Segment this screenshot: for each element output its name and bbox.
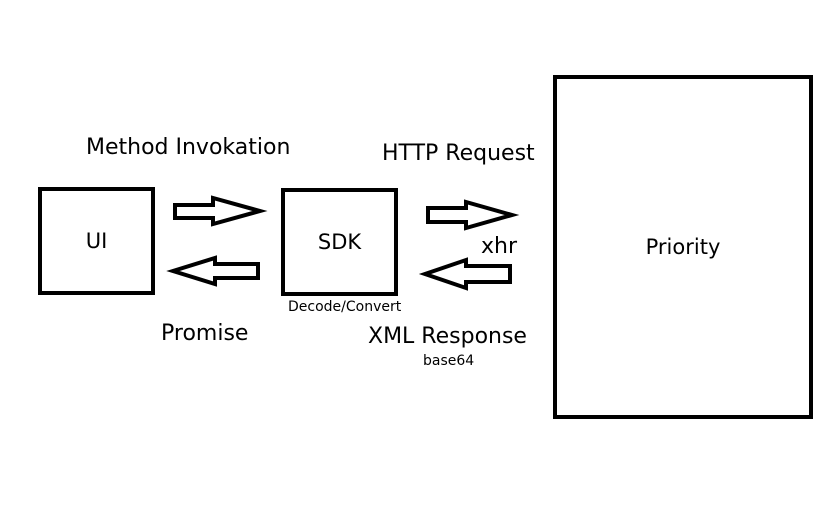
xhr-label: xhr	[481, 234, 518, 259]
arrow-left-sdk-to-ui	[166, 255, 260, 287]
base64-label: base64	[423, 353, 475, 369]
method-invokation-label: Method Invokation	[86, 135, 291, 160]
ui-node-label: UI	[85, 228, 108, 253]
decode-convert-label: Decode/Convert	[288, 299, 402, 315]
priority-node: Priority	[553, 75, 813, 419]
arrow-right-ui-to-sdk	[173, 195, 268, 227]
priority-node-label: Priority	[645, 234, 721, 259]
sdk-node-label: SDK	[317, 229, 362, 254]
xml-response-label: XML Response	[368, 324, 527, 349]
sdk-node: SDK	[281, 188, 398, 296]
ui-node: UI	[38, 187, 155, 295]
arrow-right-sdk-to-priority	[426, 199, 520, 231]
promise-label: Promise	[161, 321, 249, 346]
http-request-label: HTTP Request	[382, 141, 535, 166]
arrow-left-priority-to-sdk	[418, 257, 512, 291]
